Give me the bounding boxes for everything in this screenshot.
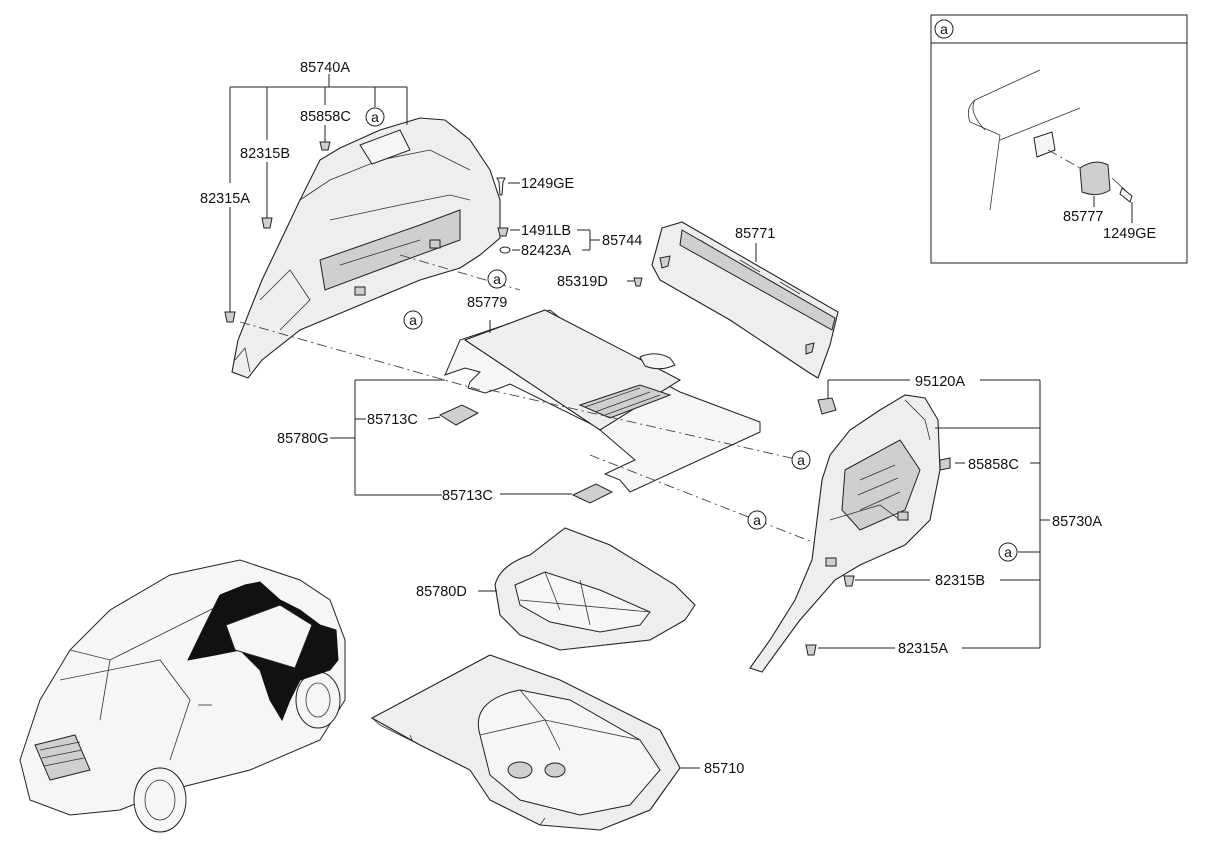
marker-a-3: a	[493, 271, 501, 287]
luggage-board-85780G	[427, 309, 761, 504]
vehicle-locator	[19, 559, 346, 833]
marker-a-6: a	[1004, 544, 1012, 560]
label-85740A: 85740A	[300, 60, 350, 76]
floor-pan-85710	[370, 654, 700, 831]
label-85858C-left: 85858C	[300, 109, 351, 125]
label-95120A: 95120A	[915, 374, 965, 390]
label-1249GE: 1249GE	[521, 176, 575, 192]
label-82423A: 82423A	[521, 243, 571, 259]
label-85713C-upper: 85713C	[367, 412, 418, 428]
label-82315B-right: 82315B	[935, 573, 985, 589]
label-85779: 85779	[467, 295, 507, 311]
label-85319D: 85319D	[557, 274, 608, 290]
sill-panel-85771	[627, 221, 839, 379]
marker-a-2: a	[409, 312, 417, 328]
inset-detail-box: a 85777 1249GE	[930, 14, 1188, 264]
right-quarter-trim-85730A	[749, 394, 951, 673]
label-82315B-left: 82315B	[240, 146, 290, 162]
label-1491LB: 1491LB	[521, 223, 571, 239]
alignment-lines: a a a a	[239, 254, 821, 546]
inset-marker-a: a	[940, 21, 948, 37]
label-85744: 85744	[602, 233, 642, 249]
leaders-85744-group	[496, 177, 600, 254]
leaders-85780G	[330, 379, 445, 496]
leaders-right-trim: a	[818, 379, 1050, 649]
underfloor-box-85780D	[478, 527, 696, 651]
label-85858C-right: 85858C	[968, 457, 1019, 473]
leaders-left-trim: a	[224, 74, 408, 323]
label-85730A: 85730A	[1052, 514, 1102, 530]
label-85780D: 85780D	[416, 584, 467, 600]
label-82315A-left: 82315A	[200, 191, 250, 207]
marker-a-5: a	[753, 512, 761, 528]
left-quarter-trim-85740A	[231, 117, 501, 379]
label-1249GE-inset: 1249GE	[1103, 226, 1157, 242]
label-85771: 85771	[735, 226, 775, 242]
label-85713C-lower: 85713C	[442, 488, 493, 504]
label-85710: 85710	[704, 761, 744, 777]
marker-a-1: a	[371, 109, 379, 125]
label-82315A-right: 82315A	[898, 641, 948, 657]
marker-a-4: a	[797, 452, 805, 468]
label-85780G: 85780G	[277, 431, 329, 447]
label-85777: 85777	[1063, 209, 1103, 225]
